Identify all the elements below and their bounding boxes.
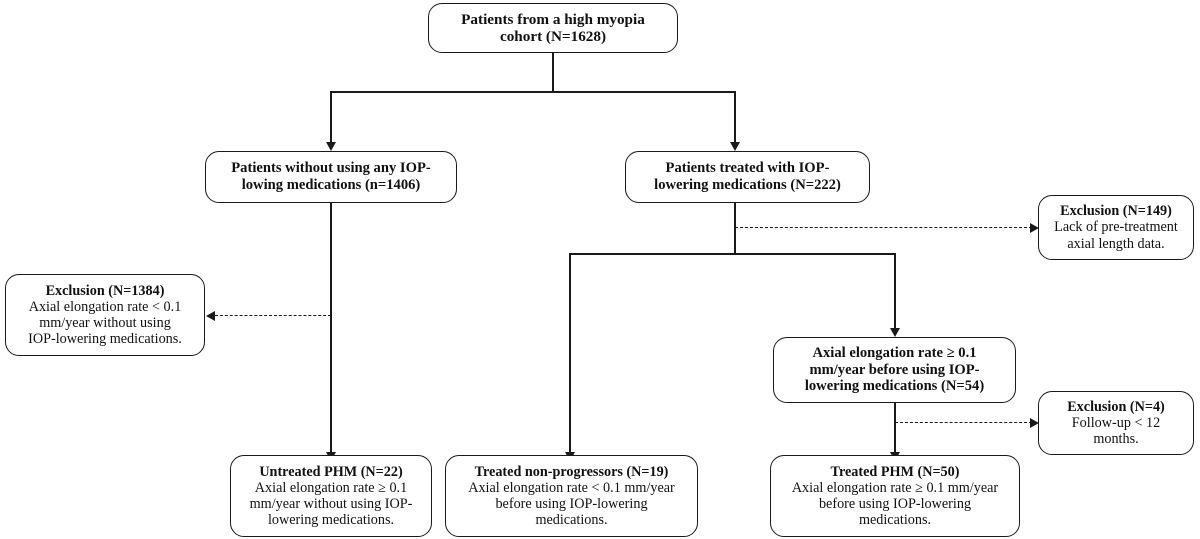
node-treated-phm-line2: before using IOP-lowering: [818, 496, 972, 512]
connector-treated-down: [734, 202, 736, 254]
node-treated-phm: Treated PHM (N=50) Axial elongation rate…: [770, 455, 1020, 537]
node-treated-nonprogressors: Treated non-progressors (N=19) Axial elo…: [445, 455, 698, 537]
arrow-to-exclusion-1384: [206, 310, 215, 321]
node-treated-phm-title: Treated PHM (N=50): [830, 463, 960, 480]
node-cohort-line1: Patients from a high myopia: [461, 10, 645, 28]
node-treated-nonprogressors-line2: before using IOP-lowering: [495, 496, 648, 512]
connector-to-nonprogressors: [569, 253, 571, 454]
node-elongation-criteria: Axial elongation rate ≥ 0.1 mm/year befo…: [773, 337, 1016, 403]
node-elongation-criteria-line2: mm/year before using IOP-: [809, 361, 980, 378]
node-treated-nonprogressors-line1: Axial elongation rate < 0.1 mm/year: [468, 479, 675, 496]
connector-dashed-exclusion-4: [895, 422, 1037, 423]
node-exclusion-1384-line1: Axial elongation rate < 0.1: [28, 298, 182, 315]
node-treated-group: Patients treated with IOP- lowering medi…: [625, 151, 870, 203]
connector-elongation-down: [894, 403, 896, 454]
node-untreated-group-line2: lowing medications (n=1406): [241, 177, 421, 193]
node-treated-nonprogressors-title: Treated non-progressors (N=19): [474, 463, 669, 480]
node-untreated-phm: Untreated PHM (N=22) Axial elongation ra…: [230, 455, 432, 537]
node-untreated-phm-line1: Axial elongation rate ≥ 0.1: [254, 479, 408, 496]
node-cohort-line2: cohort (N=1628): [499, 28, 607, 45]
connector-dashed-exclusion-1384: [215, 315, 331, 316]
node-exclusion-1384-line2: mm/year without using: [39, 315, 171, 331]
node-exclusion-149-line2: axial length data.: [1067, 235, 1165, 252]
node-elongation-criteria-line1: Axial elongation rate ≥ 0.1: [812, 345, 977, 362]
node-exclusion-1384: Exclusion (N=1384) Axial elongation rate…: [5, 274, 205, 356]
node-exclusion-1384-line3: IOP-lowering medications.: [28, 331, 182, 348]
node-exclusion-4: Exclusion (N=4) Follow-up < 12 months.: [1038, 391, 1194, 455]
connector-split-bar: [331, 91, 735, 93]
connector-split-left-down: [330, 91, 332, 144]
node-exclusion-4-title: Exclusion (N=4): [1067, 398, 1165, 415]
node-exclusion-4-line1: Follow-up < 12: [1071, 414, 1161, 431]
node-cohort: Patients from a high myopia cohort (N=16…: [428, 3, 678, 53]
connector-untreated-down: [330, 202, 332, 454]
node-treated-phm-line1: Axial elongation rate ≥ 0.1 mm/year: [791, 479, 999, 496]
arrow-to-elongation-criteria: [889, 328, 900, 337]
node-untreated-phm-line3: lowering medications.: [267, 512, 395, 529]
node-treated-group-line1: Patients treated with IOP-: [665, 160, 830, 177]
node-exclusion-149: Exclusion (N=149) Lack of pre-treatment …: [1038, 195, 1194, 260]
node-untreated-phm-line2: mm/year without using IOP-: [249, 496, 413, 512]
node-untreated-group: Patients without using any IOP- lowing m…: [205, 151, 457, 203]
arrow-to-untreated-group: [325, 142, 336, 151]
connector-cohort-down: [552, 52, 554, 92]
arrow-to-exclusion-4: [1030, 417, 1039, 428]
arrow-to-treated-group: [729, 142, 740, 151]
connector-dashed-exclusion-149: [735, 227, 1037, 228]
connector-split-right-down: [734, 91, 736, 144]
node-elongation-criteria-line3: lowering medications (N=54): [804, 378, 985, 395]
node-exclusion-4-line2: months.: [1093, 431, 1139, 448]
node-treated-group-line2: lowering medications (N=222): [654, 177, 841, 193]
node-treated-nonprogressors-line3: medications.: [535, 512, 608, 529]
node-untreated-phm-title: Untreated PHM (N=22): [259, 463, 403, 480]
node-exclusion-149-title: Exclusion (N=149): [1060, 203, 1172, 220]
connector-treated-split-bar: [570, 253, 895, 255]
node-exclusion-1384-title: Exclusion (N=1384): [45, 282, 165, 299]
node-untreated-group-line1: Patients without using any IOP-: [231, 160, 431, 177]
node-treated-phm-line3: medications.: [858, 512, 932, 529]
connector-to-elongation-criteria: [894, 253, 896, 335]
arrow-to-exclusion-149: [1030, 222, 1039, 233]
node-exclusion-149-line1: Lack of pre-treatment: [1054, 219, 1178, 236]
